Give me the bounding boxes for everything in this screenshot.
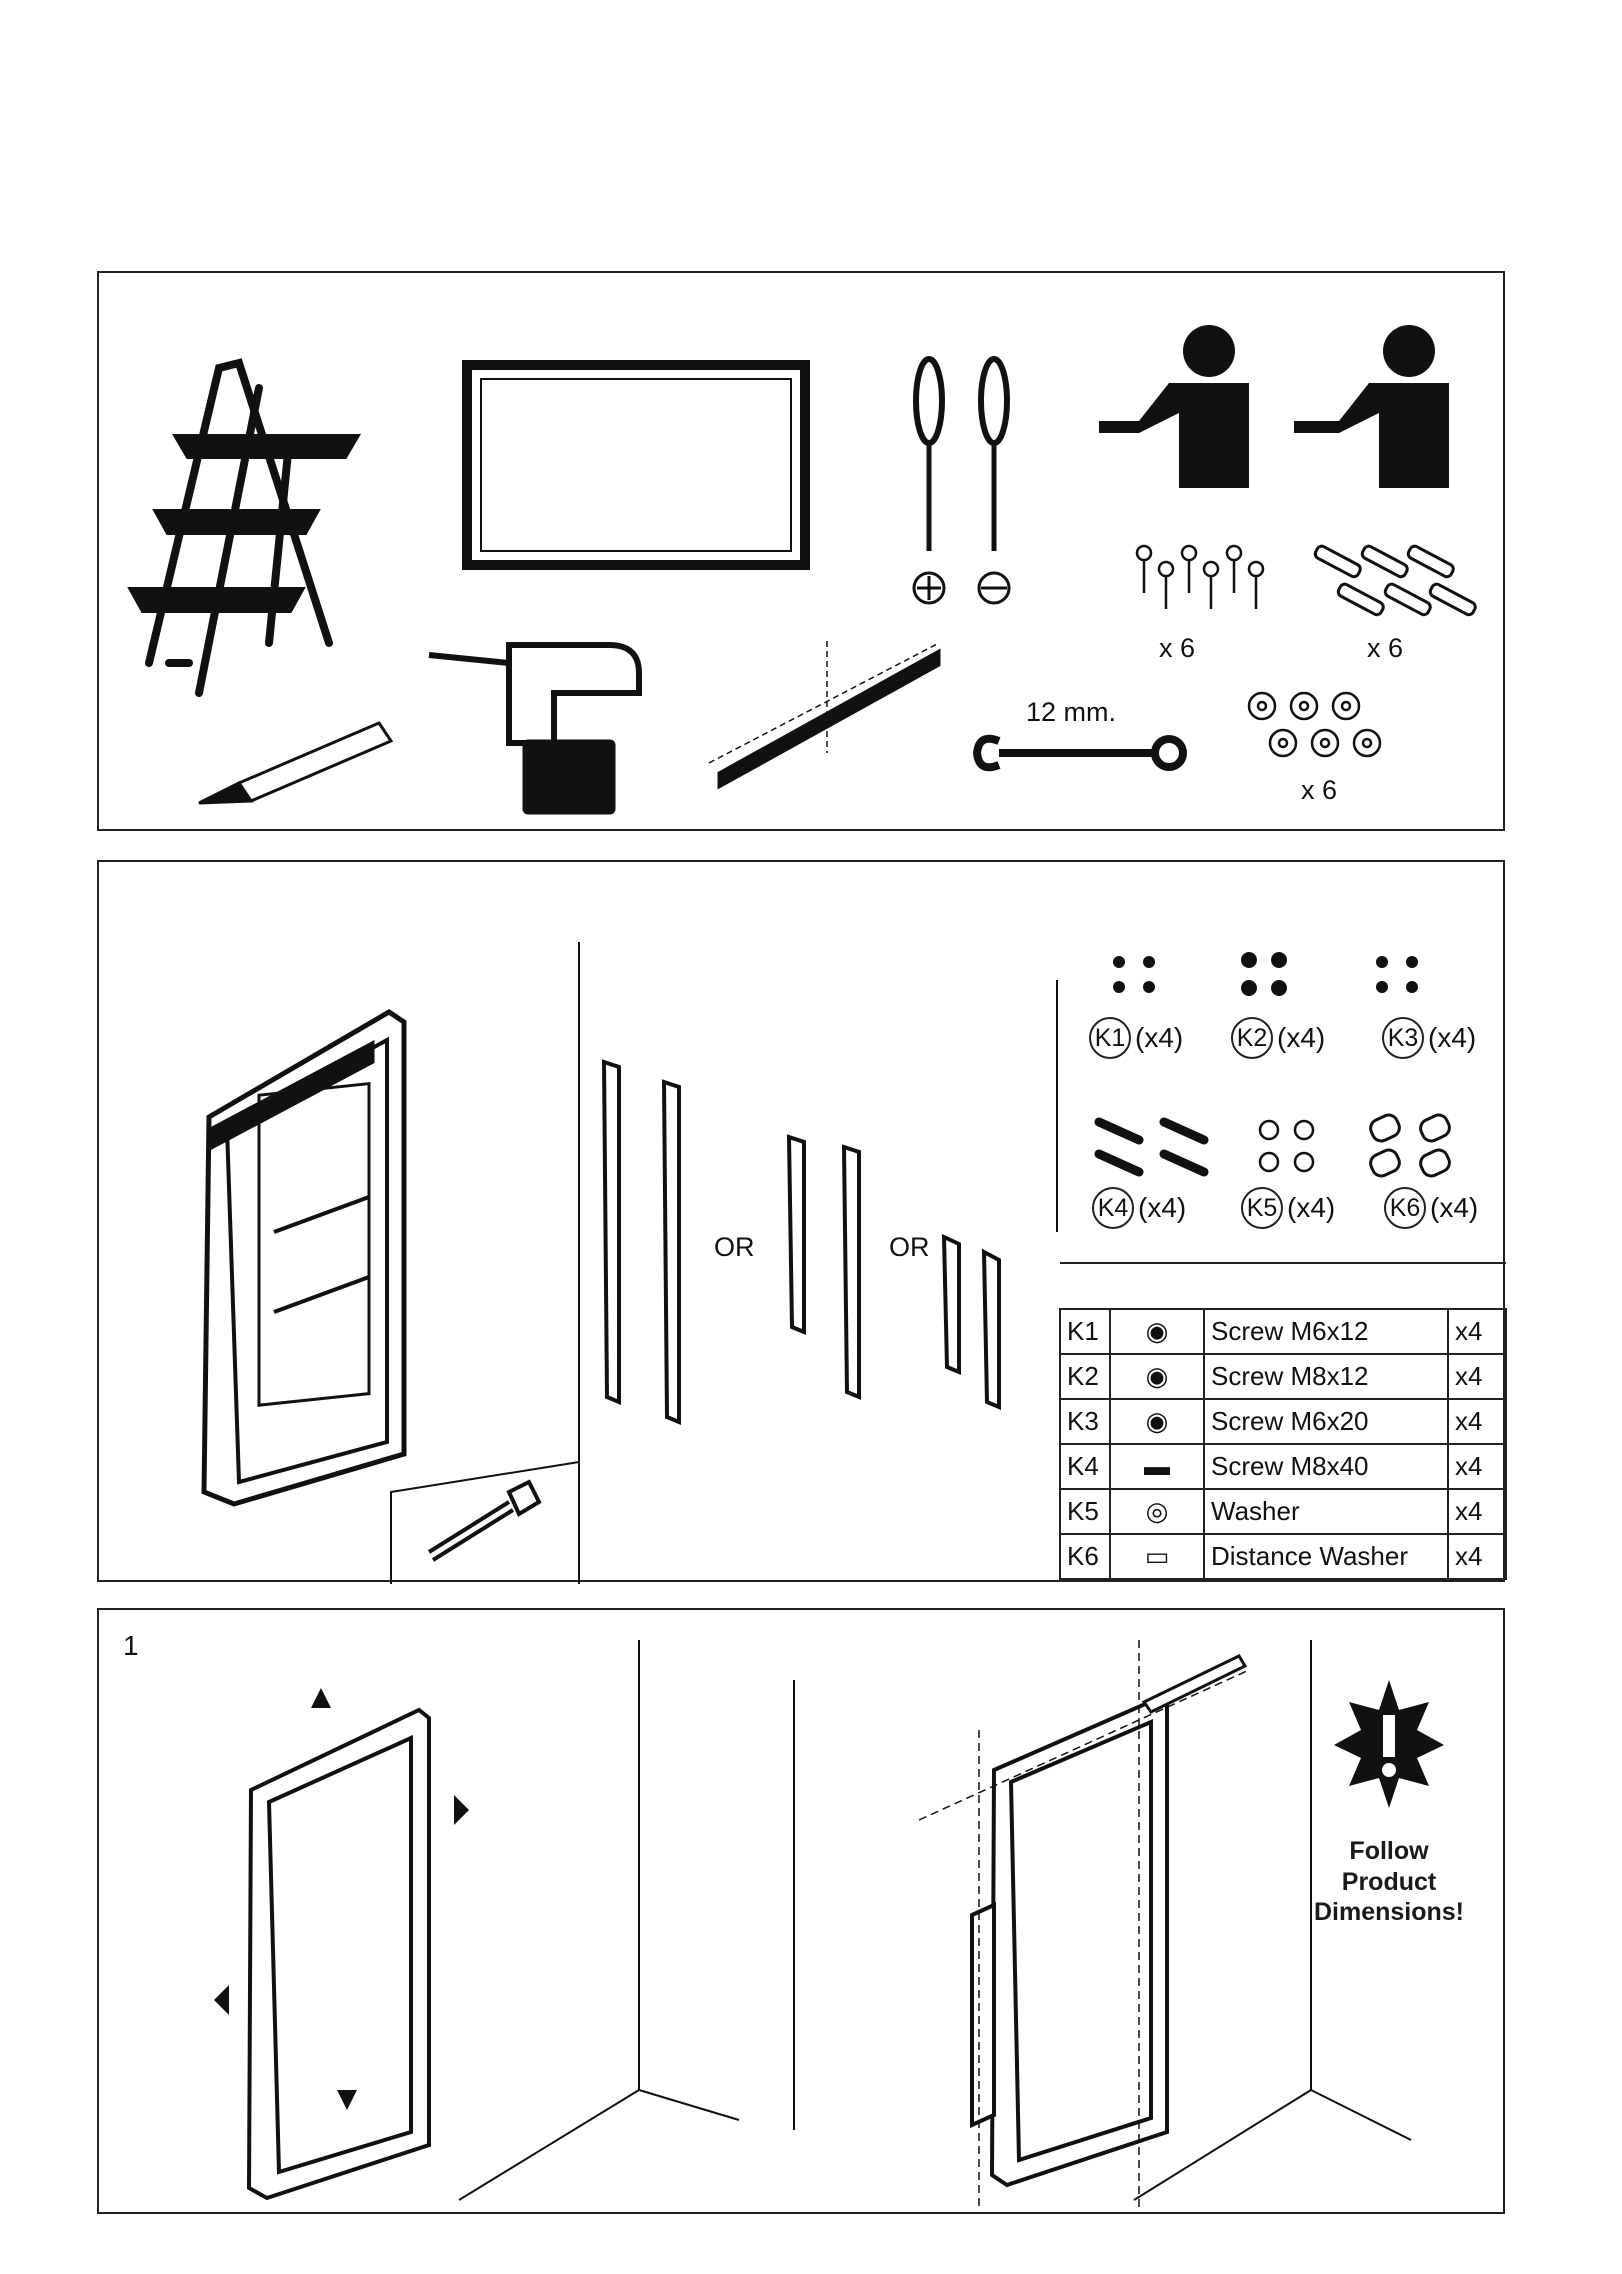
plugs-quantity: x 6: [1367, 633, 1403, 664]
table-row: K6 ▭ Distance Washer x4: [1060, 1534, 1506, 1579]
k2-screws-icon: [1241, 952, 1287, 996]
k1-screws-icon: [1113, 956, 1155, 993]
pencil-icon: [199, 723, 391, 803]
kit-label-k3: K3(x4): [1382, 1017, 1476, 1059]
display-with-rail-icon: [972, 1698, 1167, 2185]
long-screw-icon: ▬: [1144, 1451, 1170, 1481]
parts-table: K1 ◉ Screw M6x12 x4 K2 ◉ Screw M8x12 x4 …: [1059, 1262, 1507, 1580]
step-ladder-icon: [134, 363, 354, 693]
screw-icon: ◉: [1146, 1361, 1169, 1391]
screws-quantity: x 6: [1159, 633, 1195, 664]
table-row: K2 ◉ Screw M8x12 x4: [1060, 1354, 1506, 1399]
mounting-rail-long-icon: [604, 1062, 679, 1422]
screws-icon: [1137, 546, 1263, 609]
or-label-2: OR: [889, 1232, 930, 1263]
wrench-icon: [977, 739, 1183, 768]
k4-screws-icon: [1099, 1122, 1204, 1172]
kit-label-k6: K6(x4): [1384, 1187, 1478, 1229]
two-persons-icon: [1099, 325, 1449, 488]
screwdrivers-icon: [914, 359, 1009, 603]
kit-label-k4: K4(x4): [1092, 1187, 1186, 1229]
k6-distance-washers-icon: [1368, 1112, 1453, 1179]
warning-icon: [1334, 1680, 1444, 1808]
key-tool-icon: [429, 1482, 539, 1560]
washer-icon: ◎: [1146, 1496, 1169, 1526]
pencil-icon: [1144, 1656, 1245, 1712]
components-panel: OR OR K1(x4) K2(x4) K3(x4) K4(x4) K5(x4)…: [97, 860, 1505, 1582]
or-label-1: OR: [714, 1232, 755, 1263]
tools-panel: x 6 x 6 12 mm. x 6: [97, 271, 1505, 831]
k3-screws-icon: [1376, 956, 1418, 993]
table-row: K3 ◉ Screw M6x20 x4: [1060, 1399, 1506, 1444]
table-row: K5 ◎ Washer x4: [1060, 1489, 1506, 1534]
table-row: K1 ◉ Screw M6x12 x4: [1060, 1309, 1506, 1354]
warning-text: Follow Product Dimensions!: [1309, 1836, 1469, 1928]
tools-illustration: [99, 273, 1507, 833]
small-screw-icon: ◉: [1146, 1316, 1169, 1346]
display-unit-icon: [249, 1710, 429, 2198]
spirit-level-icon: [709, 641, 939, 787]
table-row: K4 ▬ Screw M8x40 x4: [1060, 1444, 1506, 1489]
display-unit-icon: [204, 1012, 404, 1504]
kit-screws-icons: [1099, 952, 1452, 1179]
small-screw-icon: ◉: [1146, 1406, 1169, 1436]
parts-table-header: [1060, 1263, 1506, 1309]
kit-label-k1: K1(x4): [1089, 1017, 1183, 1059]
kit-label-k2: K2(x4): [1231, 1017, 1325, 1059]
kit-label-k5: K5(x4): [1241, 1187, 1335, 1229]
wall-plugs-icon: [1314, 544, 1477, 616]
washers-quantity: x 6: [1301, 775, 1337, 806]
distance-washer-icon: ▭: [1145, 1541, 1170, 1571]
wrench-size-label: 12 mm.: [1026, 697, 1116, 728]
drill-icon: [429, 645, 639, 813]
mounting-rail-short-icon: [944, 1237, 999, 1407]
washers-icon: [1249, 693, 1380, 756]
mounting-rail-medium-icon: [789, 1137, 859, 1397]
step-1-panel: 1: [97, 1608, 1505, 2214]
tv-screen-icon: [467, 365, 805, 565]
step-1-illustration: [99, 1610, 1507, 2216]
k5-washers-icon: [1260, 1121, 1313, 1171]
